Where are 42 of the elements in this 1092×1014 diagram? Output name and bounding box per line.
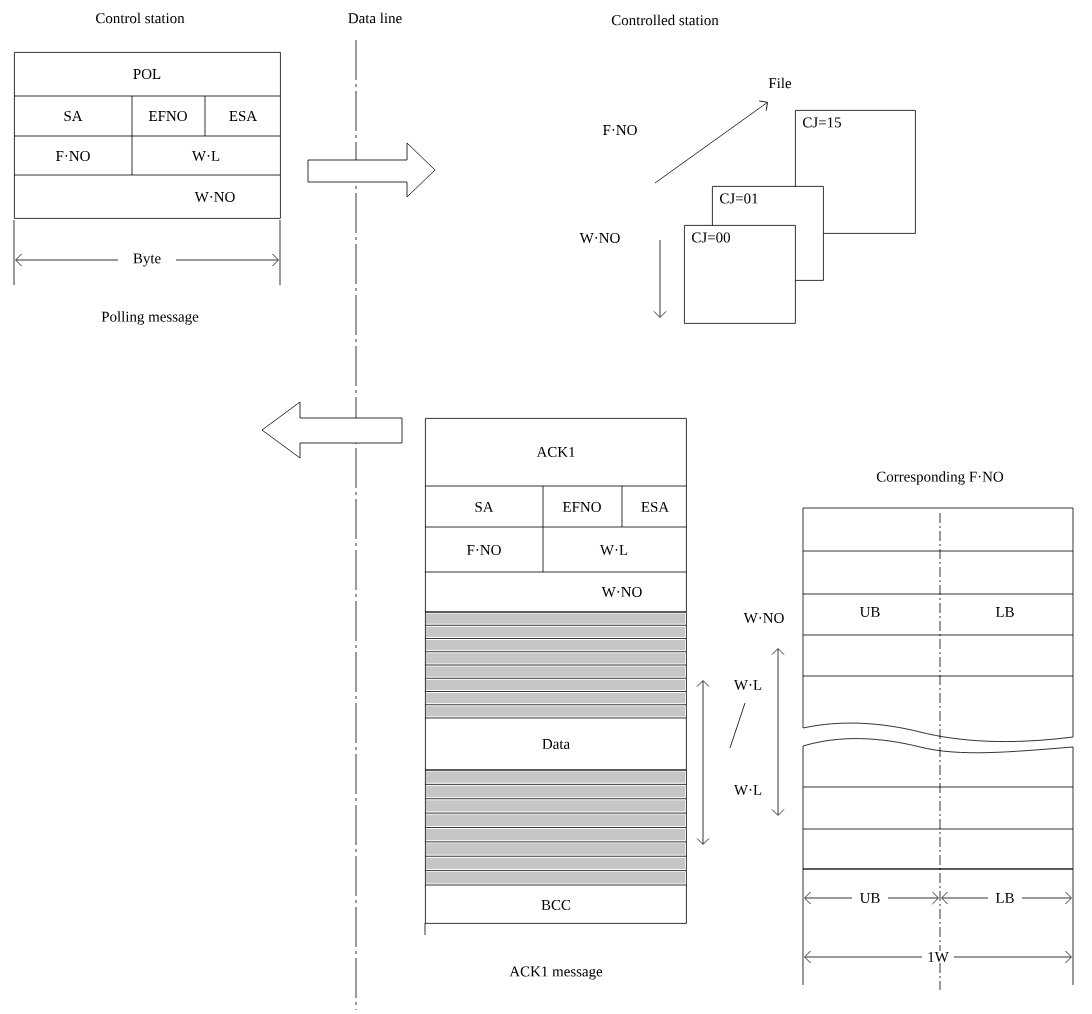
- field-label: W·L: [191, 151, 220, 161]
- label: UB: [858, 892, 882, 904]
- label: 1W: [926, 950, 950, 964]
- field-label: SA: [64, 111, 83, 121]
- label: Controlled station: [611, 14, 719, 26]
- label: Byte: [131, 252, 163, 268]
- message-table: [13, 52, 281, 219]
- memory-table: [802, 507, 1074, 991]
- field-label: POL: [133, 69, 161, 79]
- caption: Polling message: [101, 311, 199, 325]
- field-label: LB: [995, 607, 1014, 617]
- label: Data line: [348, 12, 402, 24]
- caption: ACK1 message: [509, 966, 603, 980]
- label: LB: [994, 892, 1016, 904]
- field-label: W·NO: [194, 191, 235, 203]
- field-label: ESA: [229, 111, 257, 121]
- field-label: UB: [859, 607, 880, 617]
- label: F·NO: [603, 125, 637, 135]
- label: File: [768, 77, 792, 89]
- field-label: BCC: [541, 900, 571, 910]
- field-label: ESA: [641, 502, 669, 512]
- field-label: W·NO: [601, 586, 642, 598]
- file-label: CJ=15: [803, 117, 841, 128]
- label: Control station: [96, 12, 185, 24]
- file-label: CJ=01: [720, 193, 758, 204]
- label: W·NO: [743, 612, 784, 624]
- field-label: ACK1: [536, 447, 575, 457]
- caption: Corresponding F·NO: [876, 471, 1004, 485]
- field-label: EFNO: [148, 111, 187, 121]
- field-label: F·NO: [56, 151, 90, 161]
- field-label: SA: [475, 502, 494, 512]
- label: W·L: [733, 785, 762, 795]
- field-label: F·NO: [467, 545, 501, 555]
- field-label: EFNO: [562, 502, 601, 512]
- field-label: W·L: [599, 545, 628, 555]
- file-box: [684, 225, 796, 324]
- label: W·L: [733, 680, 762, 690]
- field-label: Data: [542, 739, 570, 749]
- file-box: [795, 110, 916, 234]
- message-table: [424, 418, 687, 924]
- file-label: CJ=00: [692, 232, 730, 243]
- label: W·NO: [579, 232, 620, 244]
